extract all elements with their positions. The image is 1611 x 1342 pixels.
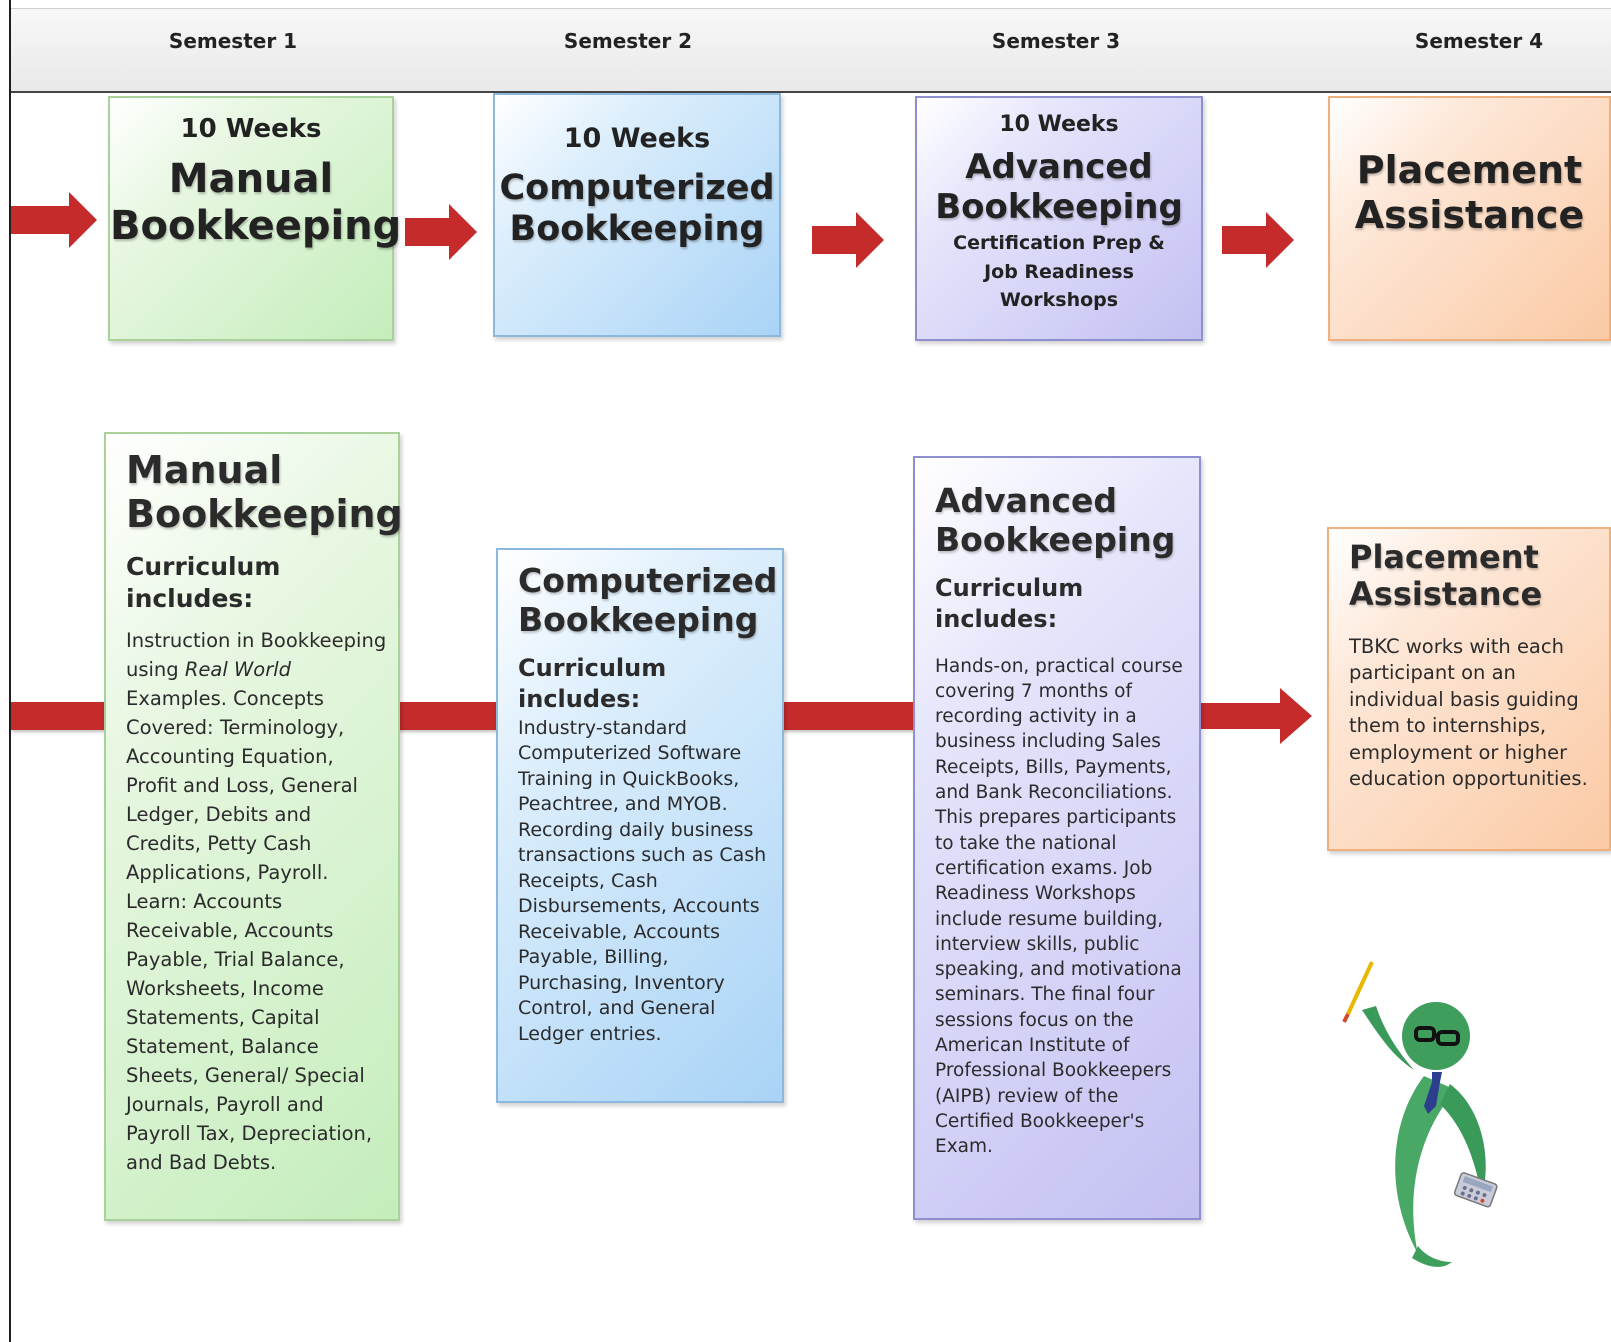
detail-manual-body-part2: Examples. Concepts Covered: Terminology,… — [126, 686, 373, 1174]
top-advanced-sub-line2: Job Readiness — [984, 260, 1134, 283]
detail-placement-title-line1: Placement — [1349, 538, 1539, 576]
semester-header: Semester 1 Semester 2 Semester 3 Semeste… — [11, 8, 1611, 93]
top-card-placement: Placement Assistance — [1328, 96, 1611, 341]
flow-line-arrow-icon — [1198, 688, 1312, 744]
detail-manual-sub-line2: includes: — [126, 584, 254, 614]
top-computerized-title-line2: Bookkeeping — [509, 209, 765, 250]
detail-advanced-sub-line1: Curriculum — [935, 574, 1084, 603]
top-manual-title-line1: Manual — [168, 156, 334, 202]
detail-manual-title-line2: Bookkeeping — [126, 492, 403, 537]
flow-line-segment-3 — [782, 702, 916, 730]
detail-advanced-title-line2: Bookkeeping — [935, 519, 1176, 559]
detail-manual-body-part1: Instruction in Bookkeeping using — [126, 628, 387, 681]
detail-placement-title-line2: Assistance — [1349, 575, 1543, 614]
detail-manual-sub-line1: Curriculum — [126, 551, 281, 581]
left-border — [0, 0, 11, 1342]
detail-advanced-body: Hands-on, practical course covering 7 mo… — [935, 655, 1183, 1158]
graduate-mascot-icon — [1342, 961, 1498, 1267]
top-arrow-4-icon — [1222, 212, 1294, 268]
detail-advanced-sub-line2: includes: — [935, 605, 1058, 634]
detail-advanced-title-line1: Advanced — [935, 481, 1117, 520]
detail-placement-body: TBKC works with each participant on an i… — [1349, 634, 1588, 791]
top-arrow-3-icon — [812, 212, 884, 268]
top-arrow-1-icon — [11, 192, 97, 248]
top-advanced-sub-line3: Workshops — [999, 289, 1119, 312]
top-placement-title-line1: Placement — [1356, 148, 1583, 192]
semester-1-label: Semester 1 — [168, 29, 298, 53]
detail-computerized-sub-line2: includes: — [518, 685, 641, 714]
semester-3-label: Semester 3 — [991, 29, 1121, 53]
top-arrow-2-icon — [405, 204, 477, 260]
detail-card-computerized: Computerized Bookkeeping Curriculum incl… — [496, 548, 784, 1103]
detail-computerized-sub-line1: Curriculum — [518, 654, 667, 683]
detail-computerized-title-line1: Computerized — [518, 561, 778, 600]
detail-card-placement: Placement Assistance TBKC works with eac… — [1327, 527, 1611, 851]
detail-card-advanced: Advanced Bookkeeping Curriculum includes… — [913, 456, 1201, 1220]
detail-manual-body: Instruction in Bookkeeping using Real Wo… — [126, 626, 388, 1177]
top-card-advanced: 10 Weeks Advanced Bookkeeping Certificat… — [915, 96, 1203, 341]
top-computerized-title-line1: Computerized — [499, 168, 775, 208]
detail-manual-title-line1: Manual — [126, 448, 283, 492]
top-computerized-weeks: 10 Weeks — [563, 123, 711, 154]
top-placement-title-line2: Assistance — [1354, 192, 1585, 237]
top-card-manual: 10 Weeks Manual Bookkeeping — [108, 96, 402, 341]
detail-manual-body-italic: Real World — [184, 657, 292, 681]
top-advanced-title-line2: Bookkeeping — [935, 187, 1183, 228]
top-advanced-sub-line1: Certification Prep & — [953, 232, 1165, 255]
detail-computerized-body: Industry-standard Computerized Software … — [518, 716, 767, 1045]
flow-line-segment-1 — [11, 702, 105, 730]
semester-4-label: Semester 4 — [1414, 29, 1544, 53]
detail-card-manual: Manual Bookkeeping Curriculum includes: … — [104, 432, 403, 1221]
detail-advanced-body-clip: Hands-on, practical course covering 7 mo… — [935, 654, 1183, 1180]
detail-computerized-title-line2: Bookkeeping — [518, 599, 759, 639]
top-manual-title-line2: Bookkeeping — [110, 203, 402, 250]
top-manual-weeks: 10 Weeks — [180, 114, 322, 144]
flow-line-segment-2 — [398, 702, 498, 730]
semester-2-label: Semester 2 — [563, 29, 693, 53]
top-card-computerized: 10 Weeks Computerized Bookkeeping — [493, 93, 781, 337]
top-advanced-weeks: 10 Weeks — [999, 112, 1119, 137]
top-advanced-title-line1: Advanced — [965, 147, 1153, 187]
